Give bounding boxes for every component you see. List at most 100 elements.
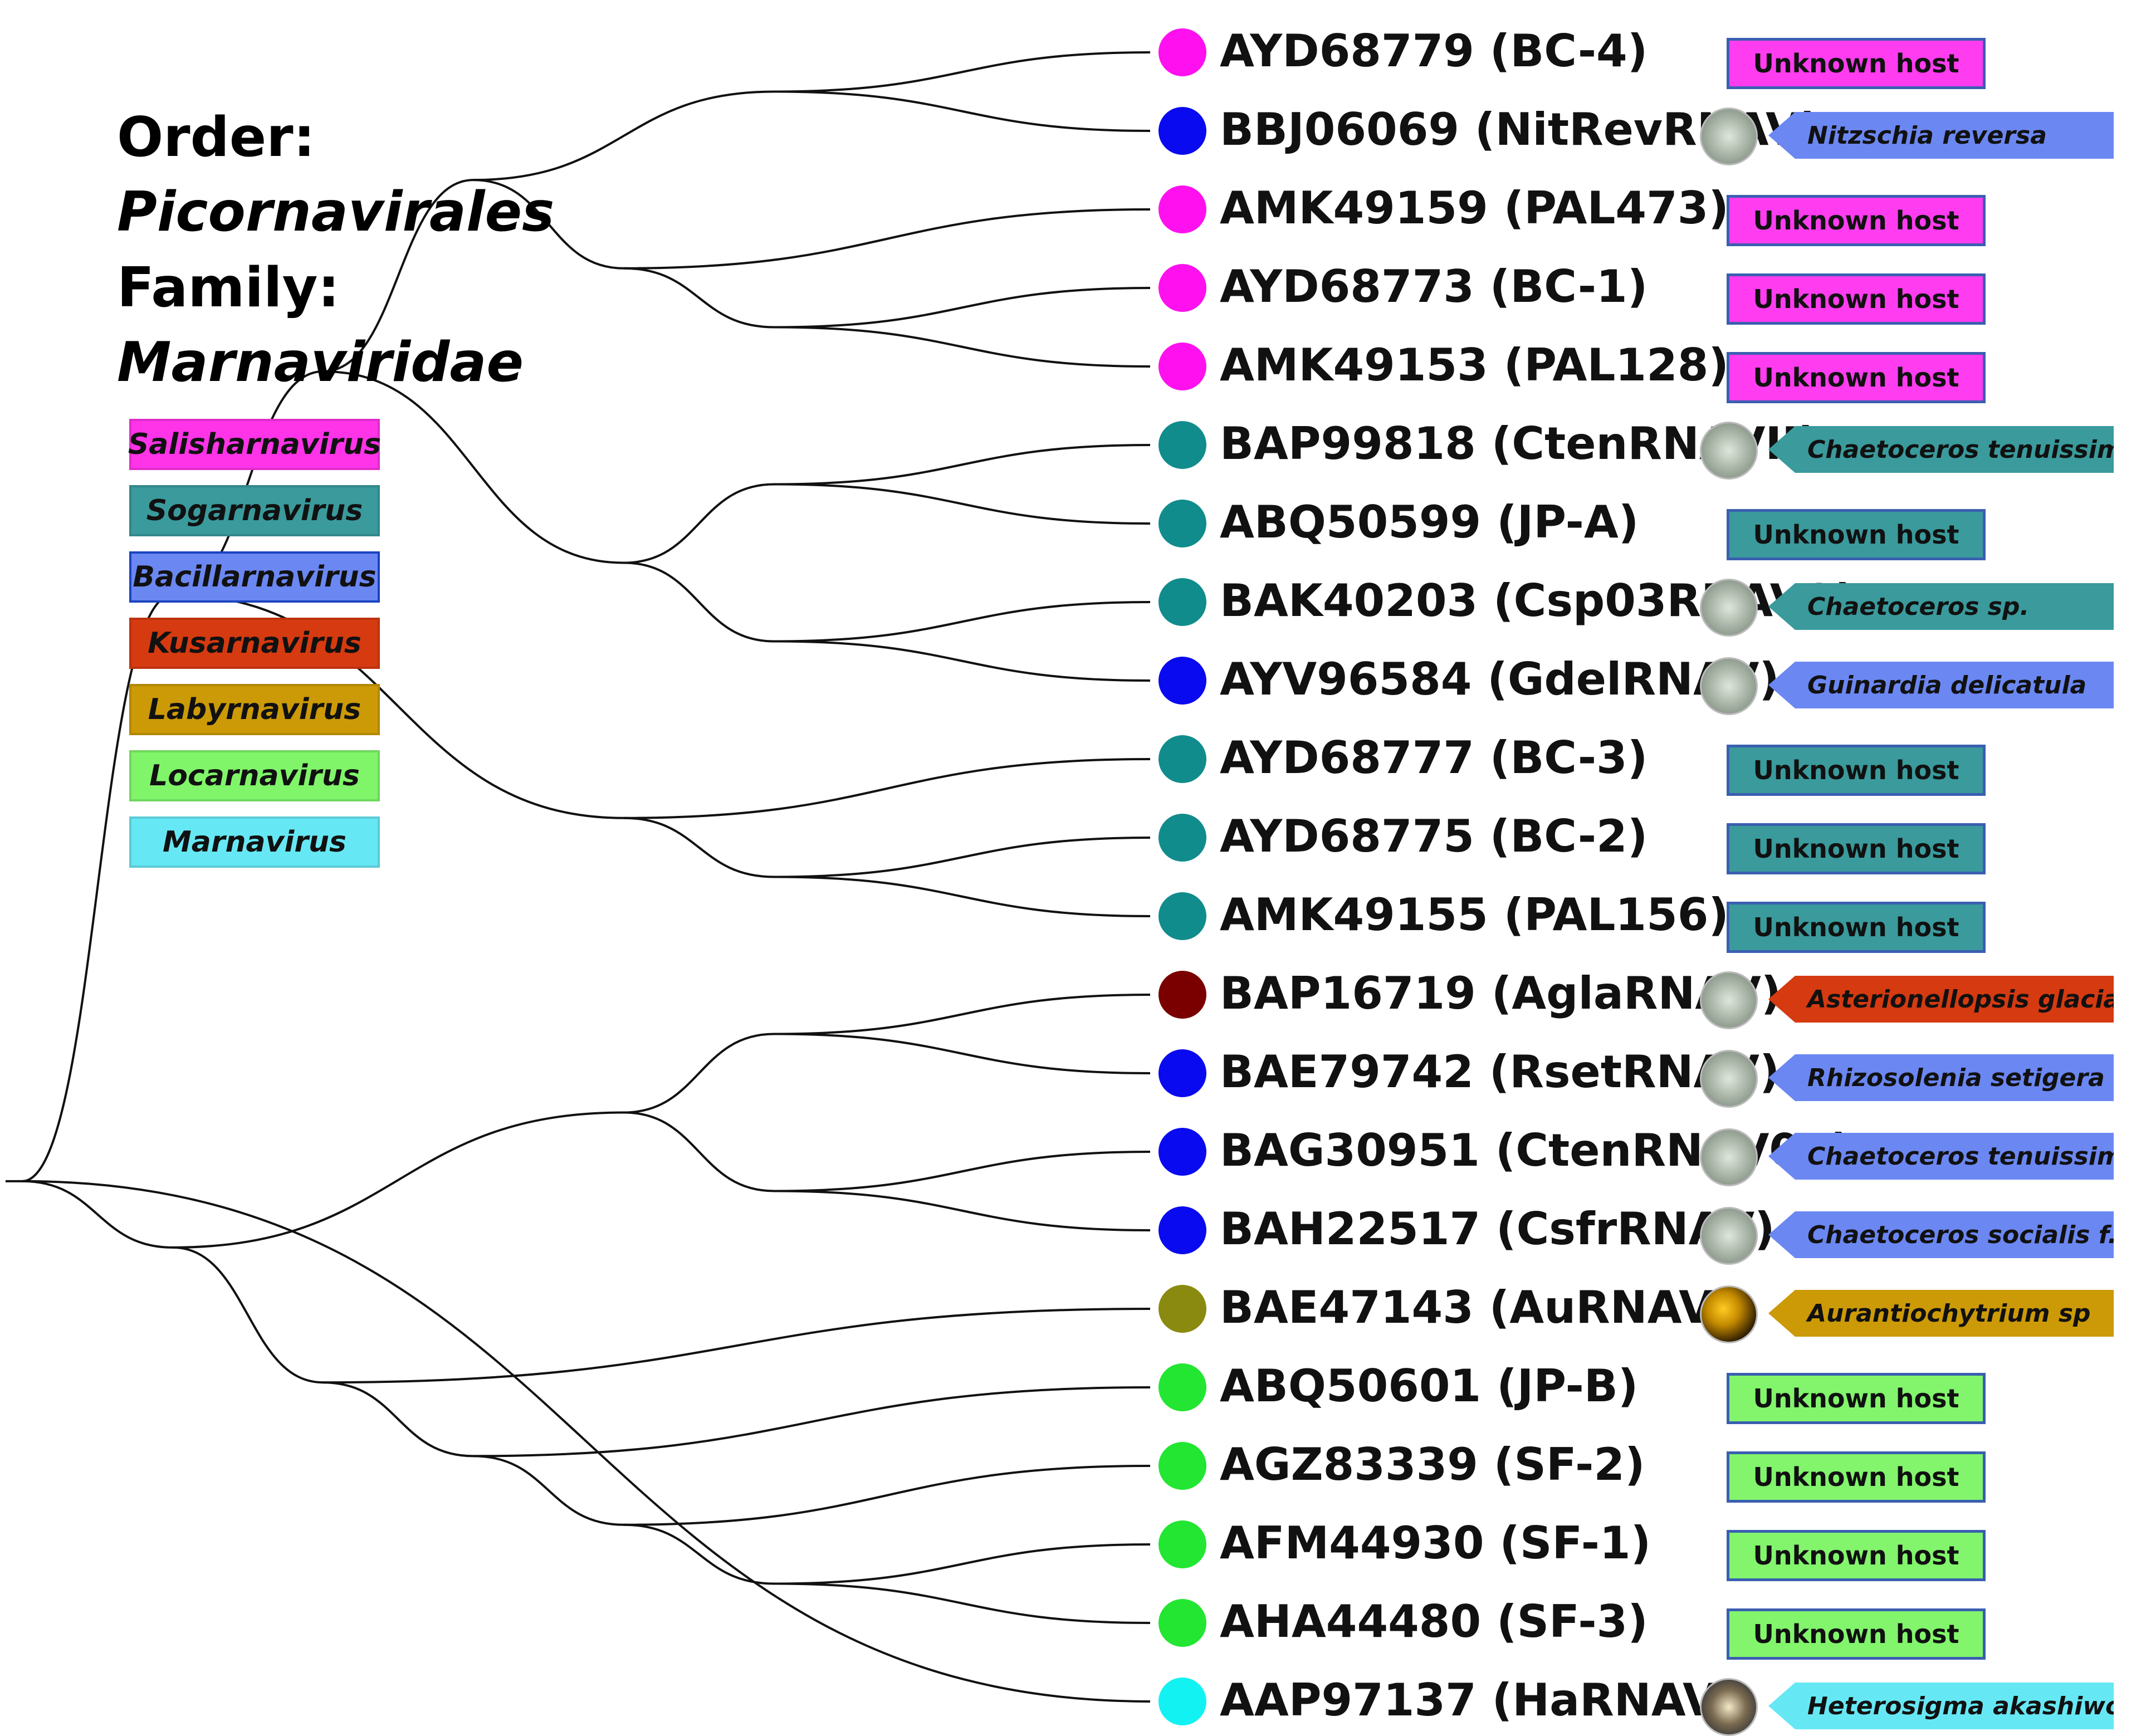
tip-amk49155-pal156-host-box: Unknown host <box>1727 902 1986 953</box>
tree-branch-13 <box>774 444 1151 486</box>
tip-bae47143-aurnav-label: BAE47143 (AuRNAV) <box>1220 1282 1734 1333</box>
tip-abq50601-jp-b-dot <box>1158 1363 1206 1411</box>
tip-bak40203-csp03rnav2-label: BAK40203 (Csp03RNAV2) <box>1220 575 1856 627</box>
tip-ayd68773-bc-1-label: AYD68773 (BC-1) <box>1220 261 1648 312</box>
tree-branch-39 <box>774 1582 1151 1624</box>
alga-micrograph-icon <box>1700 1678 1758 1736</box>
tip-agz83339-sf-2-label: AGZ83339 (SF-2) <box>1220 1439 1645 1490</box>
tip-amk49153-pal128-dot <box>1158 343 1206 390</box>
tree-branch-25 <box>623 1033 775 1114</box>
protist-micrograph-icon <box>1700 1285 1758 1343</box>
tip-amk49159-pal473-host-box: Unknown host <box>1727 195 1986 246</box>
tip-amk49159-pal473-label: AMK49159 (PAL473) <box>1220 182 1729 234</box>
tip-bah22517-csfrrnav-host-tag: Chaetoceros socialis f. <box>1768 1211 2114 1258</box>
legend-item-salisharnavirus: Salisharnavirus <box>128 419 381 470</box>
tip-abq50601-jp-b-host-box: Unknown host <box>1727 1373 1986 1424</box>
tip-amk49153-pal128-label: AMK49153 (PAL128) <box>1220 339 1729 391</box>
tree-branch-14 <box>774 483 1151 525</box>
tip-bap99818-ctenrnavii-dot <box>1158 421 1206 469</box>
tip-amk49155-pal156-dot <box>1158 892 1206 940</box>
tree-branch-22 <box>774 876 1151 917</box>
tree-branch-4 <box>774 51 1151 93</box>
legend-item-kusarnavirus: Kusarnavirus <box>129 618 380 669</box>
tip-bak40203-csp03rnav2-host-tag: Chaetoceros sp. <box>1768 583 2114 630</box>
tip-ayd68773-bc-1-host-box: Unknown host <box>1727 273 1986 325</box>
tip-ayd68773-bc-1-dot <box>1158 264 1206 312</box>
diatom-micrograph-icon <box>1700 107 1758 165</box>
order-name: Picornavirales <box>117 180 555 244</box>
tip-aha44480-sf-3-host-box: Unknown host <box>1727 1608 1986 1660</box>
tree-branch-23 <box>22 1180 173 1249</box>
tree-branch-34 <box>473 1386 1151 1458</box>
tip-bae47143-aurnav-host-tag: Aurantiochytrium sp <box>1768 1290 2114 1337</box>
tree-branch-19 <box>623 758 1151 819</box>
tree-branch-12 <box>623 483 775 564</box>
tree-branch-11 <box>322 370 624 564</box>
tip-ayd68775-bc-2-dot <box>1158 814 1206 862</box>
tip-abq50599-jp-a-dot <box>1158 500 1206 547</box>
legend-item-marnavirus: Marnavirus <box>129 816 380 868</box>
family-name: Marnaviridae <box>117 331 524 394</box>
legend-item-labyrnavirus: Labyrnavirus <box>129 684 380 735</box>
tree-branch-17 <box>774 640 1151 682</box>
tip-ayd68775-bc-2-label: AYD68775 (BC-2) <box>1220 810 1648 862</box>
tree-branch-40 <box>22 1180 1151 1703</box>
tip-bag30951-ctenrnav01-dot <box>1158 1128 1206 1176</box>
tip-bap99818-ctenrnavii-host-tag: Chaetoceros tenuissimus <box>1768 426 2114 473</box>
tree-branch-38 <box>774 1543 1151 1585</box>
tip-bag30951-ctenrnav01-host-tag: Chaetoceros tenuissimus <box>1768 1133 2114 1180</box>
tip-bae79742-rsetrnav-host-tag: Rhizosolenia setigera <box>1768 1054 2114 1101</box>
tip-bae79742-rsetrnav-label: BAE79742 (RsetRNAV) <box>1220 1046 1780 1098</box>
tip-ayd68777-bc-3-label: AYD68777 (BC-3) <box>1220 732 1648 784</box>
tree-branch-5 <box>774 90 1151 132</box>
tree-branch-24 <box>172 1111 624 1249</box>
tip-aap97137-harnav-host-tag: Heterosigma akashiwo <box>1768 1683 2114 1729</box>
diatom-micrograph-icon <box>1700 1128 1758 1186</box>
tree-branch-30 <box>774 1190 1151 1231</box>
tip-ayd68777-bc-3-dot <box>1158 735 1206 783</box>
diatom-micrograph-icon <box>1700 1050 1758 1108</box>
legend-item-sogarnavirus: Sogarnavirus <box>129 485 380 536</box>
tip-agz83339-sf-2-dot <box>1158 1442 1206 1490</box>
tree-branch-26 <box>774 994 1151 1035</box>
tree-branch-7 <box>623 208 1151 270</box>
tip-bae47143-aurnav-dot <box>1158 1285 1206 1333</box>
tree-branch-20 <box>623 816 775 878</box>
tip-bah22517-csfrrnav-label: BAH22517 (CsfrRNAV) <box>1220 1203 1775 1255</box>
tree-branch-37 <box>623 1523 775 1585</box>
tip-amk49153-pal128-host-box: Unknown host <box>1727 352 1986 403</box>
tip-bah22517-csfrrnav-dot <box>1158 1206 1206 1254</box>
tree-branch-28 <box>623 1111 775 1192</box>
tree-branch-33 <box>322 1381 474 1458</box>
legend-item-locarnavirus: Locarnavirus <box>129 750 380 801</box>
tip-amk49155-pal156-label: AMK49155 (PAL156) <box>1220 889 1729 941</box>
tip-bap16719-aglarnav-label: BAP16719 (AglaRNAV) <box>1220 967 1782 1019</box>
tree-branch-18 <box>172 593 624 819</box>
tip-bak40203-csp03rnav2-dot <box>1158 578 1206 626</box>
tree-branch-29 <box>774 1151 1151 1192</box>
tip-bbj06069-nitrevrnav-host-tag: Nitzschia reversa <box>1768 112 2114 159</box>
tip-ayd68775-bc-2-host-box: Unknown host <box>1727 823 1986 874</box>
tip-aap97137-harnav-dot <box>1158 1678 1206 1725</box>
tip-afm44930-sf-1-label: AFM44930 (SF-1) <box>1220 1517 1651 1569</box>
diatom-micrograph-icon <box>1700 1207 1758 1265</box>
tip-ayv96584-gdelrnav-label: AYV96584 (GdelRNAV) <box>1220 653 1780 705</box>
tree-branch-32 <box>322 1308 1151 1384</box>
tip-bae79742-rsetrnav-dot <box>1158 1049 1206 1097</box>
tip-ayv96584-gdelrnav-dot <box>1158 657 1206 705</box>
tree-branch-3 <box>473 90 775 182</box>
tip-amk49159-pal473-dot <box>1158 185 1206 233</box>
tree-branch-21 <box>774 837 1151 878</box>
tip-abq50599-jp-a-label: ABQ50599 (JP-A) <box>1220 496 1639 548</box>
tip-ayd68779-bc-4-host-box: Unknown host <box>1727 38 1986 89</box>
tip-bbj06069-nitrevrnav-dot <box>1158 107 1206 155</box>
tree-branch-27 <box>774 1033 1151 1074</box>
diatom-micrograph-icon <box>1700 422 1758 480</box>
tree-branch-31 <box>172 1246 324 1384</box>
tip-ayd68779-bc-4-dot <box>1158 28 1206 76</box>
tip-aha44480-sf-3-dot <box>1158 1599 1206 1647</box>
tip-afm44930-sf-1-host-box: Unknown host <box>1727 1530 1986 1581</box>
family-label: Family: <box>117 256 340 320</box>
diatom-micrograph-icon <box>1700 657 1758 715</box>
